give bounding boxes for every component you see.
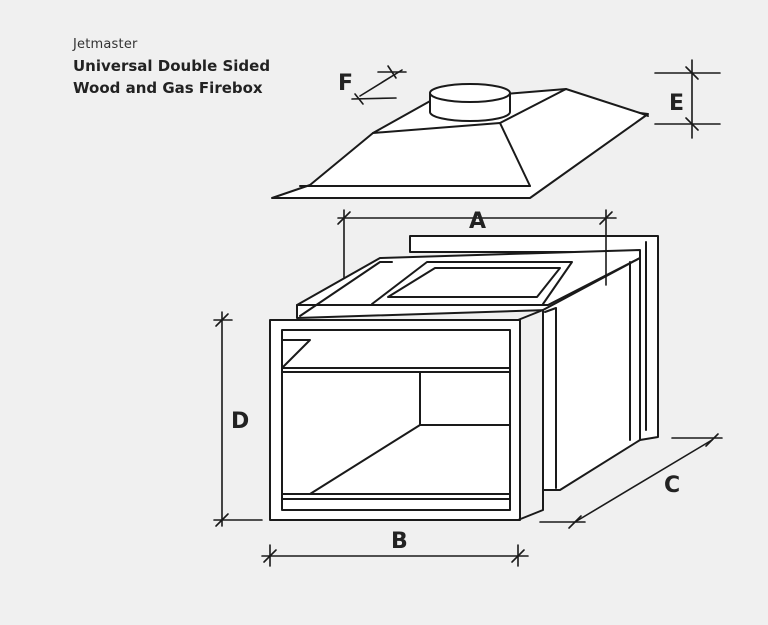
title-line-1: Universal Double Sided — [73, 57, 271, 75]
brand-name: Jetmaster — [73, 37, 138, 52]
firebox-side — [542, 257, 641, 491]
dimension-e-line — [654, 59, 721, 139]
page-title: Universal Double Sided Wood and Gas Fire… — [73, 55, 270, 99]
dimension-f-line — [351, 65, 407, 105]
dimension-label-c: C — [664, 473, 680, 498]
dimension-b-line — [261, 544, 529, 567]
dimension-d-line — [213, 311, 263, 527]
title-line-2: Wood and Gas Firebox — [73, 79, 263, 97]
dimension-label-a: A — [469, 209, 486, 234]
dimension-a-line — [337, 209, 617, 286]
flue-collar — [429, 83, 511, 122]
dimension-label-b: B — [391, 529, 408, 554]
dimension-label-e: E — [669, 91, 684, 116]
dimension-c-line — [539, 433, 723, 529]
firebox-top — [296, 249, 641, 319]
dimension-label-f: F — [338, 71, 353, 96]
canopy-hood — [271, 88, 649, 199]
dimension-label-d: D — [231, 409, 249, 434]
firebox-front — [269, 309, 544, 521]
